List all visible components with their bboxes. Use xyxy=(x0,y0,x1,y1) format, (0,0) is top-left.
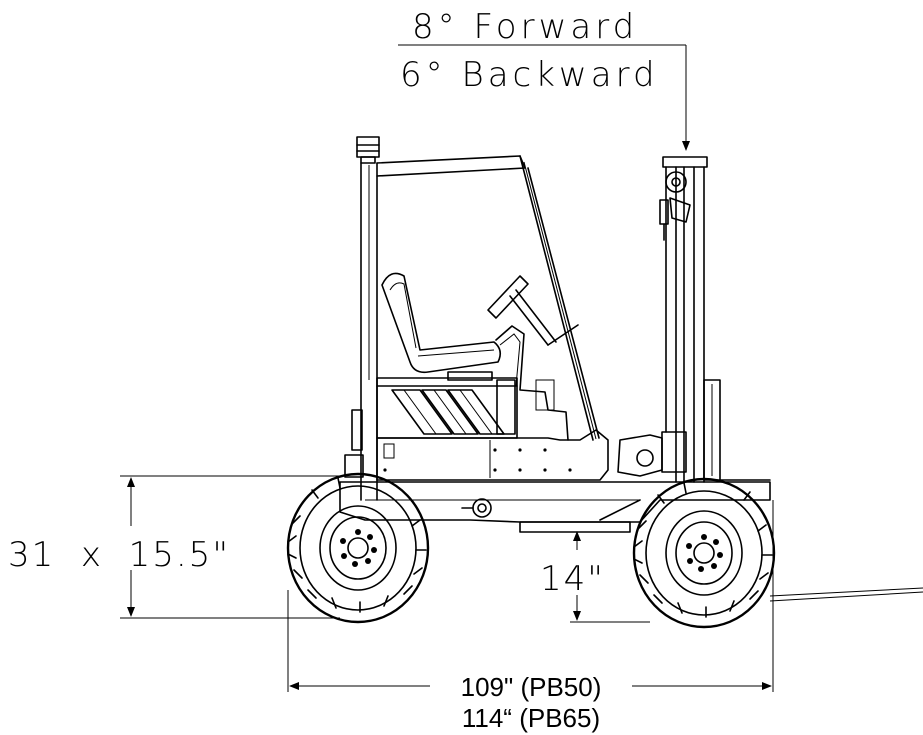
rear-wheel-lugs xyxy=(340,529,377,567)
steering-wheel xyxy=(487,275,579,346)
mast xyxy=(659,156,721,483)
forks xyxy=(719,479,923,602)
engine-compartment xyxy=(344,377,518,478)
front-wheel xyxy=(632,477,776,629)
ground-clearance-dimension: 14" xyxy=(540,531,650,623)
tire-size-label: 31 x 15.5" xyxy=(8,535,230,575)
rear-post xyxy=(360,162,378,501)
forklift-illustration xyxy=(286,136,923,629)
tilt-backward-label: 6° Backward xyxy=(400,55,659,95)
tow-pin xyxy=(461,498,492,518)
length-pb65-label: 114“ (PB65) xyxy=(462,703,600,733)
overall-length-dimension: 109" (PB50) 114“ (PB65) xyxy=(287,500,774,733)
front-tire-tread xyxy=(633,482,773,618)
overhead-guard xyxy=(376,155,600,441)
length-pb50-label: 109" (PB50) xyxy=(461,672,602,702)
tilt-forward-label: 8° Forward xyxy=(412,7,638,47)
operator-seat xyxy=(381,272,502,381)
tire-size-dimension: 31 x 15.5" xyxy=(8,475,340,619)
ground-clearance-label: 14" xyxy=(540,559,605,599)
beacon-light xyxy=(356,136,380,164)
front-axle-housing xyxy=(617,431,687,477)
rear-tire-tread xyxy=(287,477,427,613)
tilt-annotation: 8° Forward 6° Backward xyxy=(398,7,690,151)
dash-console xyxy=(495,325,569,441)
louver-vents xyxy=(391,389,505,435)
front-wheel-lugs xyxy=(686,534,723,572)
panel-rivets xyxy=(383,448,572,472)
chassis-frame xyxy=(339,481,771,533)
rear-wheel xyxy=(286,472,430,624)
mast-pulley xyxy=(659,171,691,241)
lower-body xyxy=(376,429,609,481)
